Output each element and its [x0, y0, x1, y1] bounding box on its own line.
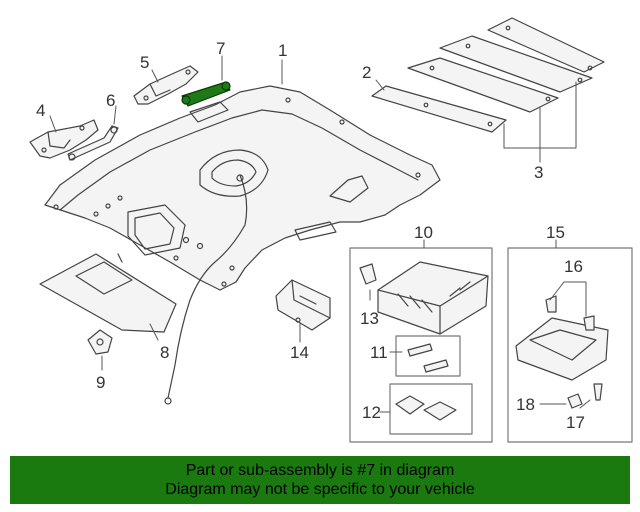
callout-3: 3 [534, 163, 543, 182]
callout-17: 17 [566, 413, 585, 432]
assist-grip-part-7-highlighted [181, 81, 231, 107]
visor-clip-part-9 [87, 329, 113, 355]
callout-16: 16 [564, 257, 583, 276]
callout-10: 10 [414, 223, 433, 242]
map-lamp-box-15 [507, 247, 633, 443]
callout-4: 4 [36, 101, 45, 120]
callout-2: 2 [362, 63, 371, 82]
leader-lines [49, 55, 591, 413]
headliner-parts-diagram: 1 2 3 4 5 6 7 8 9 10 11 12 13 14 15 16 1… [29, 17, 633, 443]
callout-7: 7 [216, 39, 225, 58]
assist-grip-part-6 [67, 125, 119, 161]
callout-8: 8 [160, 343, 169, 362]
callout-12: 12 [362, 403, 381, 422]
callout-11: 11 [370, 343, 388, 362]
sound-pad-parts [371, 17, 605, 133]
sun-visor-part-8 [39, 253, 177, 333]
room-lamp-box-10 [349, 247, 493, 443]
callout-15: 15 [546, 223, 565, 242]
callout-13: 13 [360, 309, 379, 328]
bracket-part-5 [133, 65, 199, 105]
banner-line-2: Diagram may not be specific to your vehi… [165, 481, 475, 498]
bracket-part-4 [29, 119, 99, 159]
callout-18: 18 [516, 395, 535, 414]
callout-5: 5 [140, 53, 149, 72]
callout-6: 6 [106, 91, 115, 110]
callout-9: 9 [96, 373, 105, 392]
callout-1: 1 [278, 41, 287, 60]
banner-line-1: Part or sub-assembly is #7 in diagram [185, 462, 455, 479]
headliner-part [44, 85, 441, 405]
info-banner: Part or sub-assembly is #7 in diagram Di… [10, 456, 630, 504]
callout-labels: 1 2 3 4 5 6 7 8 9 10 11 12 13 14 15 16 1… [36, 39, 585, 432]
bracket-part-14 [275, 279, 331, 331]
callout-14: 14 [290, 343, 309, 362]
